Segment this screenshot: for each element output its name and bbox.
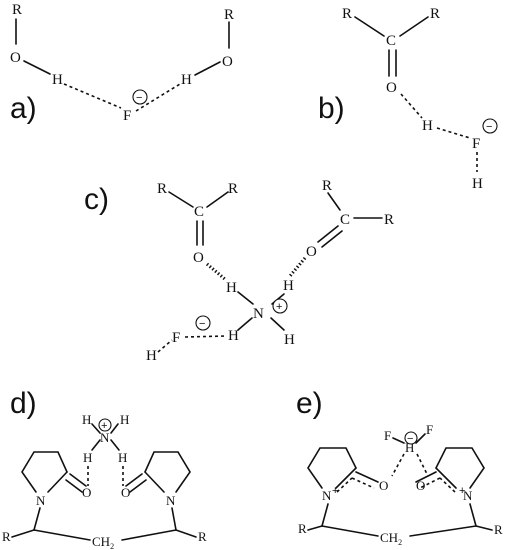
- svg-text:+: +: [276, 301, 282, 313]
- svg-text:−: −: [407, 433, 413, 445]
- atom-h: H: [82, 412, 91, 427]
- atom-f: F: [384, 428, 391, 443]
- atom-o: O: [82, 485, 91, 500]
- atom-n: N: [322, 488, 332, 503]
- atom-r: R: [384, 212, 394, 228]
- panel-b: b) R R C O H F − H: [318, 6, 498, 192]
- minus-charge: −: [132, 89, 148, 105]
- atom-f: F: [123, 108, 131, 124]
- atom-h: H: [83, 450, 92, 465]
- panel-c: c) R R C O H R C R O H N + H H: [84, 178, 394, 364]
- atom-c: C: [386, 33, 396, 49]
- atom-h: H: [118, 450, 127, 465]
- atom-f: F: [172, 330, 180, 346]
- svg-text:+: +: [101, 420, 107, 432]
- panel-label-b: b): [318, 92, 345, 125]
- atom-r: R: [342, 6, 352, 22]
- atom-r: R: [12, 2, 22, 18]
- atom-h: H: [284, 332, 295, 348]
- svg-text:+: +: [332, 485, 338, 497]
- atom-h: H: [472, 176, 483, 192]
- atom-r: R: [198, 529, 207, 544]
- atom-o: O: [386, 80, 397, 96]
- atom-h: H: [52, 72, 63, 88]
- atom-ch2: CH2: [380, 530, 402, 547]
- plus-charge: +: [272, 298, 288, 314]
- atom-r: R: [322, 178, 332, 194]
- atom-c: C: [194, 204, 204, 220]
- atom-h: H: [120, 412, 129, 427]
- atom-h: H: [228, 328, 239, 344]
- atom-h: H: [181, 72, 192, 88]
- atom-h: H: [226, 280, 237, 296]
- atom-o: O: [416, 478, 425, 493]
- atom-n: N: [36, 493, 46, 508]
- panel-a: a) R O H F − H O R: [10, 2, 234, 125]
- atom-n: N: [100, 430, 110, 445]
- minus-charge: −: [195, 315, 211, 331]
- panel-label-d: d): [10, 387, 37, 420]
- atom-h: H: [146, 348, 157, 364]
- panel-d: d) H H N + H H O N O N R: [2, 387, 207, 550]
- atom-o: O: [379, 478, 388, 493]
- atom-r: R: [298, 521, 307, 536]
- atom-o: O: [306, 244, 317, 260]
- plus-charge: +: [98, 418, 112, 432]
- atom-o: O: [193, 250, 204, 266]
- panel-label-e: e): [296, 387, 323, 420]
- atom-r: R: [228, 181, 238, 197]
- atom-o: O: [222, 54, 233, 70]
- atom-ch2: CH2: [92, 534, 114, 550]
- atom-h: H: [405, 440, 414, 455]
- svg-text:−: −: [199, 318, 205, 330]
- atom-r: R: [2, 529, 11, 544]
- svg-text:−: −: [486, 121, 492, 133]
- atom-r: R: [494, 522, 503, 537]
- atom-n: N: [166, 493, 176, 508]
- atom-h: H: [283, 278, 294, 294]
- atom-f: F: [472, 136, 480, 152]
- minus-charge: −: [482, 118, 498, 134]
- panel-label-a: a): [10, 92, 37, 125]
- panel-label-c: c): [84, 183, 109, 216]
- atom-r: R: [157, 181, 167, 197]
- atom-c: C: [340, 212, 350, 228]
- svg-text:−: −: [136, 92, 142, 104]
- panel-e: e) F F H − O N + O N + R: [296, 387, 503, 547]
- atom-h: H: [422, 118, 433, 134]
- atom-r: R: [430, 6, 440, 22]
- atom-n: N: [253, 306, 264, 322]
- minus-charge: −: [404, 431, 418, 445]
- atom-o: O: [121, 485, 130, 500]
- atom-o: O: [10, 50, 21, 66]
- atom-n: N: [463, 488, 473, 503]
- atom-r: R: [224, 7, 234, 23]
- svg-text:+: +: [459, 485, 465, 497]
- atom-f: F: [426, 422, 433, 437]
